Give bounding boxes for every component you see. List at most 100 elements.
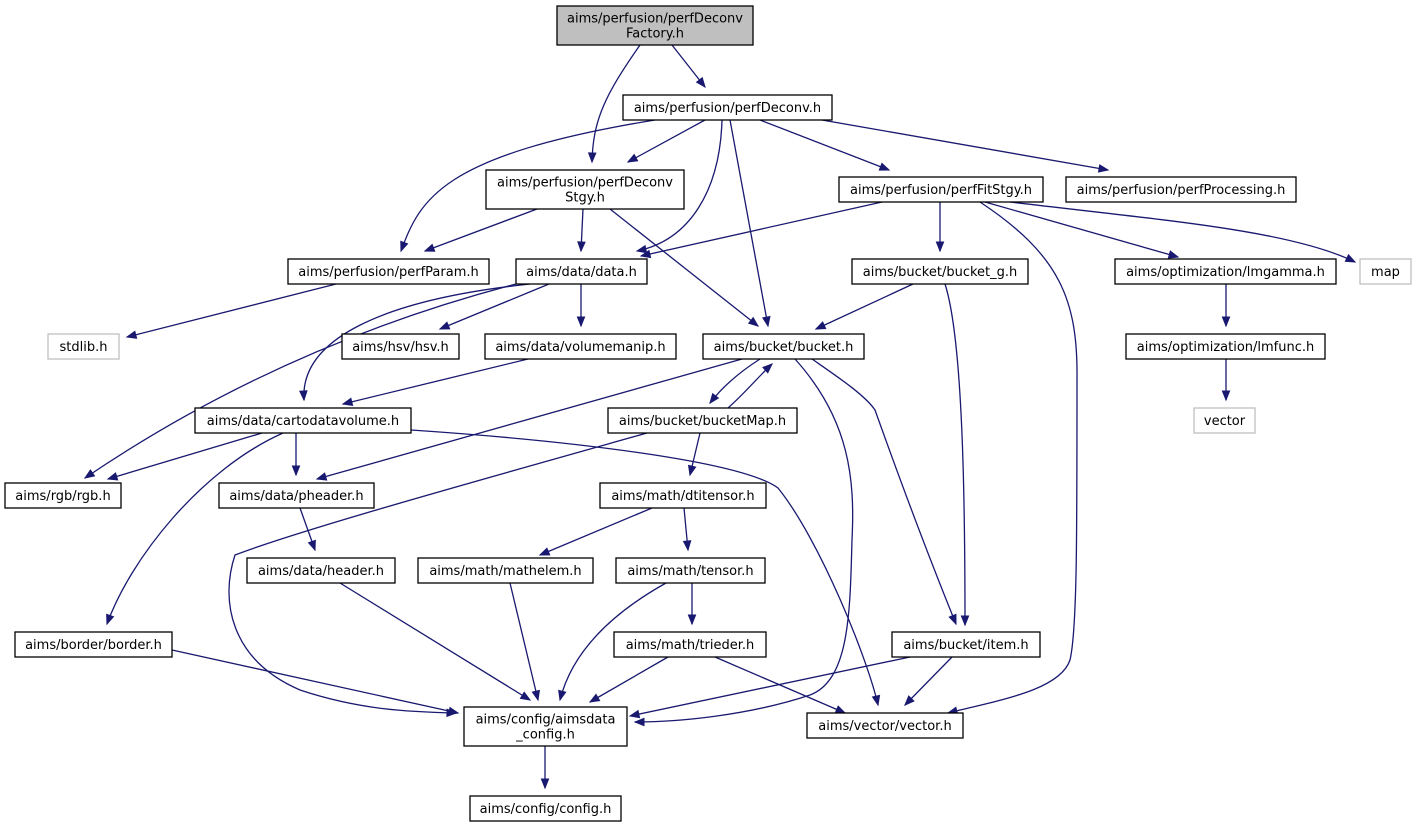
node-dtitensor[interactable]: aims/math/dtitensor.h	[599, 482, 767, 509]
edge-arrowhead	[1221, 316, 1231, 328]
node-lmfunc[interactable]: aims/optimization/lmfunc.h	[1125, 333, 1326, 360]
edge-arrowhead	[106, 472, 119, 481]
edge-arrowhead	[762, 315, 771, 328]
node-box[interactable]	[484, 333, 677, 360]
node-box[interactable]	[1065, 176, 1297, 203]
node-vector[interactable]: vector	[1193, 407, 1256, 434]
edge-arrowhead	[948, 613, 957, 626]
edges-layer	[83, 44, 1357, 790]
node-rgb[interactable]: aims/rgb/rgb.h	[4, 482, 122, 509]
edge-arrowhead	[588, 693, 601, 703]
node-box[interactable]	[469, 795, 622, 822]
node-volumemanip[interactable]: aims/data/volumemanip.h	[484, 333, 677, 360]
edge-line	[815, 283, 914, 330]
node-box[interactable]	[194, 407, 412, 434]
node-box[interactable]	[1125, 333, 1326, 360]
node-box[interactable]	[806, 712, 964, 739]
node-header[interactable]: aims/data/header.h	[246, 557, 396, 584]
node-box[interactable]	[556, 5, 754, 46]
node-box[interactable]	[607, 407, 798, 434]
node-bucket[interactable]: aims/bucket/bucket.h	[702, 333, 865, 360]
node-label: aims/bucket/bucket_g.h	[863, 265, 1018, 280]
edge-line	[984, 201, 1179, 258]
edge-arrowhead	[577, 241, 586, 253]
node-bucketMap[interactable]: aims/bucket/bucketMap.h	[607, 407, 798, 434]
node-item[interactable]: aims/bucket/item.h	[891, 631, 1041, 658]
node-box[interactable]	[1193, 407, 1256, 434]
edge-line	[640, 201, 883, 257]
edge-line	[171, 649, 459, 714]
node-perfFitStgy[interactable]: aims/perfusion/perfFitStgy.h	[838, 176, 1044, 203]
node-perfParam[interactable]: aims/perfusion/perfParam.h	[287, 258, 490, 285]
node-mathelem[interactable]: aims/math/mathelem.h	[417, 557, 594, 584]
node-trieder[interactable]: aims/math/trieder.h	[613, 631, 767, 658]
node-box[interactable]	[599, 482, 767, 509]
edge-arrowhead	[1344, 253, 1357, 263]
edge-dtitensor-to-tensor	[682, 507, 692, 552]
node-box[interactable]	[891, 631, 1041, 658]
node-box[interactable]	[14, 631, 173, 658]
node-stdlib[interactable]: stdlib.h	[47, 333, 120, 360]
edge-arrowhead	[639, 249, 652, 259]
edge-bucketMap-to-bucket	[727, 363, 773, 409]
node-box[interactable]	[47, 333, 120, 360]
edge-line	[316, 358, 743, 480]
node-label: _config.h	[515, 728, 575, 743]
node-vectorh[interactable]: aims/vector/vector.h	[806, 712, 964, 739]
edge-perfDeconv-to-perfProcessing	[821, 119, 1110, 173]
node-map[interactable]: map	[1359, 258, 1412, 285]
node-box[interactable]	[622, 94, 833, 121]
node-label: aims/perfusion/perfDeconv	[497, 176, 673, 191]
node-box[interactable]	[246, 557, 396, 584]
node-label: aims/math/mathelem.h	[429, 564, 581, 579]
node-perfDeconv[interactable]: aims/perfusion/perfDeconv.h	[622, 94, 833, 121]
node-border[interactable]: aims/border/border.h	[14, 631, 173, 658]
node-cartodatavolume[interactable]: aims/data/cartodatavolume.h	[194, 407, 412, 434]
edge-line	[759, 119, 890, 171]
edge-arrowhead	[935, 241, 945, 253]
node-box[interactable]	[838, 176, 1044, 203]
node-box[interactable]	[341, 333, 460, 360]
node-perfProcessing[interactable]: aims/perfusion/perfProcessing.h	[1065, 176, 1297, 203]
node-box[interactable]	[1114, 258, 1337, 285]
node-label: aims/bucket/bucket.h	[714, 340, 854, 355]
edge-arrowhead	[1221, 390, 1231, 402]
node-box[interactable]	[463, 706, 628, 747]
node-hsv[interactable]: aims/hsv/hsv.h	[341, 333, 460, 360]
edge-line	[106, 432, 284, 625]
node-box[interactable]	[613, 631, 767, 658]
node-pheader[interactable]: aims/data/pheader.h	[218, 482, 375, 509]
node-box[interactable]	[515, 258, 648, 285]
node-box[interactable]	[4, 482, 122, 509]
node-label: aims/optimization/lmfunc.h	[1137, 340, 1315, 355]
node-box[interactable]	[218, 482, 375, 509]
node-box[interactable]	[702, 333, 865, 360]
edge-line	[410, 429, 879, 706]
node-config[interactable]: aims/config/config.h	[469, 795, 622, 822]
node-box[interactable]	[485, 169, 685, 210]
edge-line	[629, 656, 911, 717]
edge-line	[84, 283, 517, 479]
node-bucket_g[interactable]: aims/bucket/bucket_g.h	[851, 258, 1029, 285]
node-box[interactable]	[417, 557, 594, 584]
node-label: aims/math/dtitensor.h	[611, 489, 754, 504]
node-label: aims/perfusion/perfDeconv.h	[634, 101, 821, 116]
node-tensor[interactable]: aims/math/tensor.h	[615, 557, 766, 584]
node-label: aims/perfusion/perfFitStgy.h	[850, 183, 1032, 198]
node-lmgamma[interactable]: aims/optimization/lmgamma.h	[1114, 258, 1337, 285]
edge-arrowhead	[540, 778, 550, 790]
edge-cartodatavolume-to-vectorh	[410, 429, 881, 707]
node-label: aims/data/volumemanip.h	[495, 340, 665, 355]
node-box[interactable]	[287, 258, 490, 285]
node-data[interactable]: aims/data/data.h	[515, 258, 648, 285]
edge-perfFitStgy-to-map	[1009, 201, 1357, 263]
node-box[interactable]	[1359, 258, 1412, 285]
node-label: vector	[1204, 414, 1246, 429]
node-aimsdata_config[interactable]: aims/config/aimsdata_config.h	[463, 706, 628, 747]
node-box[interactable]	[851, 258, 1029, 285]
edge-line	[228, 432, 648, 714]
node-box[interactable]	[615, 557, 766, 584]
